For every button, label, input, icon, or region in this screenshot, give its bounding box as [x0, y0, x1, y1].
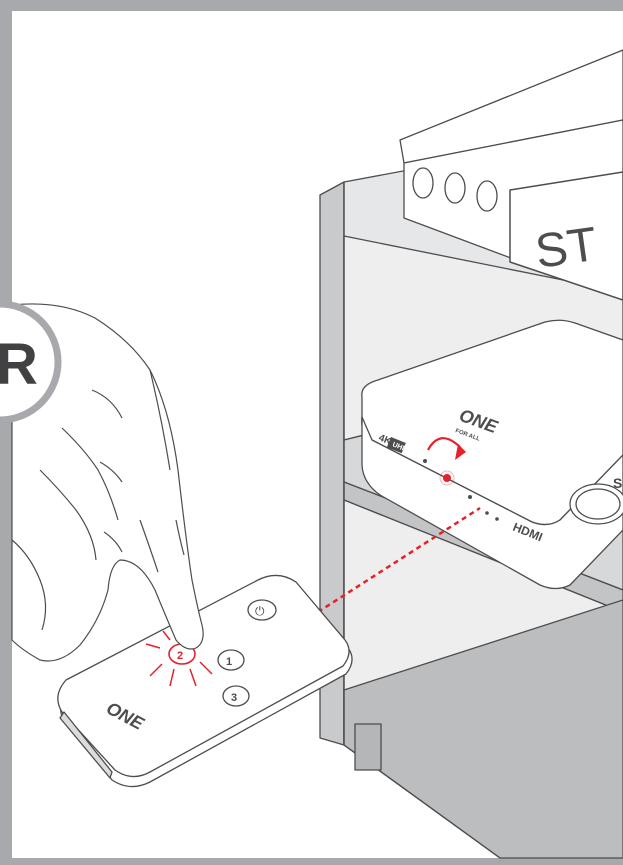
switch-led-3: [468, 495, 472, 499]
remote-input-3-button: 3: [222, 685, 250, 707]
remote-control: ⏻ 1 2: [57, 574, 353, 788]
cabinet-leg-left: [354, 723, 382, 771]
stb-display: [509, 171, 623, 301]
step-badge: R: [0, 300, 62, 424]
press-rays: [145, 630, 213, 687]
pointing-hand: [11, 303, 204, 662]
switch-led-1: [423, 459, 427, 463]
cycle-arrow-icon: [427, 437, 461, 451]
remote-input-1-button: 1: [217, 649, 245, 671]
input-1-label: 1: [226, 656, 232, 668]
step-badge-letter: R: [0, 332, 38, 397]
switch-led-2-active: [443, 474, 451, 482]
hdmi-switch: 4K UHD ONE FOR ALL S HDMI: [361, 319, 623, 590]
set-top-box: ST: [399, 49, 623, 301]
remote-input-2-button-pressed: 2: [145, 630, 213, 687]
switch-ir-receiver: [485, 511, 489, 515]
power-icon: ⏻: [255, 604, 265, 618]
input-3-label: 3: [231, 692, 237, 704]
stb-label: ST: [532, 218, 600, 279]
input-2-label: 2: [177, 650, 183, 662]
remote-power-button: ⏻: [247, 599, 277, 621]
switch-side-label: S: [613, 475, 622, 491]
